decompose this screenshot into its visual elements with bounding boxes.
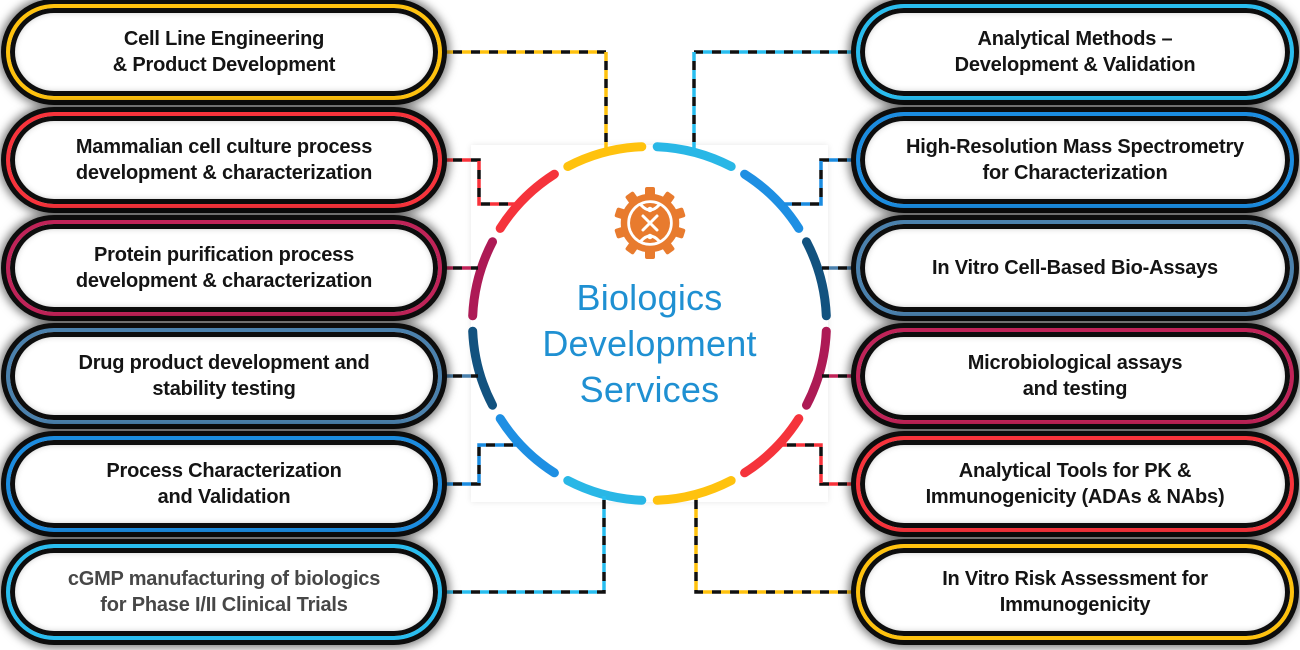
- pill-label: and Validation: [157, 486, 291, 508]
- connector-line: [444, 50, 608, 150]
- connector-shadow: [692, 50, 856, 150]
- pill-label: Cell Line Engineering: [123, 28, 325, 50]
- pill-label: High-Resolution Mass Spectrometry: [906, 136, 1244, 158]
- connector-line: [781, 443, 856, 486]
- pill-mass-spectrometry: High-Resolution Mass Spectrometry for Ch…: [856, 112, 1294, 208]
- ring-arc: [740, 169, 804, 233]
- pill-label: In Vitro Cell-Based Bio-Assays: [932, 257, 1218, 279]
- pill-label: Immunogenicity: [999, 594, 1151, 616]
- pill-label: for Characterization: [982, 162, 1168, 184]
- ring-arc: [802, 237, 831, 321]
- pill-label: In Vitro Risk Assessment for: [942, 568, 1208, 590]
- ring-arc: [563, 476, 647, 505]
- pill-protein-purification: Protein purification process development…: [6, 220, 442, 316]
- ring-arc: [495, 414, 559, 478]
- pill-label: Development & Validation: [954, 54, 1196, 76]
- ring-arc: [468, 237, 497, 321]
- center-title: Biologics Development Services: [542, 275, 756, 413]
- connector-line: [444, 158, 516, 206]
- connector-shadow: [694, 496, 856, 594]
- ring-arc: [740, 414, 804, 478]
- pill-in-vitro-risk-assessment: In Vitro Risk Assessment for Immunogenic…: [856, 544, 1294, 640]
- pill-label: Drug product development and: [78, 352, 370, 374]
- connector-line: [784, 158, 856, 206]
- ring-arc: [468, 326, 497, 410]
- pill-cgmp-manufacturing: cGMP manufacturing of biologics for Phas…: [6, 544, 442, 640]
- ring-arc: [563, 142, 647, 171]
- connector-shadow: [444, 50, 608, 150]
- pill-label: cGMP manufacturing of biologics: [67, 568, 381, 590]
- pill-label: development & characterization: [75, 162, 373, 184]
- pill-label: Immunogenicity (ADAs & NAbs): [925, 486, 1225, 508]
- pill-cell-line-engineering: Cell Line Engineering & Product Developm…: [6, 4, 442, 100]
- connector-shadow: [444, 158, 516, 206]
- pill-process-characterization: Process Characterization and Validation: [6, 436, 442, 532]
- ring-arc: [802, 326, 831, 410]
- title-line: Services: [579, 369, 720, 410]
- pill-label: Microbiological assays: [967, 352, 1183, 374]
- pill-analytical-methods: Analytical Methods – Development & Valid…: [856, 4, 1294, 100]
- pill-label: development & characterization: [75, 270, 373, 292]
- pill-label: Mammalian cell culture process: [75, 136, 373, 158]
- pill-analytical-tools-pk: Analytical Tools for PK & Immunogenicity…: [856, 436, 1294, 532]
- connector-line: [444, 496, 606, 594]
- ring-arc: [652, 142, 736, 171]
- center-panel: Biologics Development Services: [471, 145, 828, 502]
- pill-mammalian-cell-culture: Mammalian cell culture process developme…: [6, 112, 442, 208]
- ring-arc: [652, 476, 736, 505]
- pill-label: Analytical Tools for PK &: [958, 460, 1192, 482]
- connector-line: [694, 496, 856, 594]
- connector-shadow: [444, 496, 606, 594]
- title-line: Biologics: [576, 277, 723, 318]
- connector-line: [692, 50, 856, 150]
- pill-label: & Product Development: [112, 54, 336, 76]
- connector-line: [444, 443, 519, 486]
- pill-microbiological-assays: Microbiological assays and testing: [856, 328, 1294, 424]
- pill-label: for Phase I/II Clinical Trials: [100, 594, 348, 616]
- pill-label: Protein purification process: [93, 244, 354, 266]
- dna-gear-icon: [610, 183, 690, 263]
- title-line: Development: [542, 323, 757, 364]
- pill-label: and testing: [1022, 378, 1128, 400]
- pill-label: Analytical Methods –: [977, 28, 1173, 50]
- connector-shadow: [444, 443, 519, 486]
- pill-label: stability testing: [152, 378, 296, 400]
- connector-shadow: [784, 158, 856, 206]
- pill-drug-product-development: Drug product development and stability t…: [6, 328, 442, 424]
- pill-label: Process Characterization: [106, 460, 342, 482]
- connector-shadow: [781, 443, 856, 486]
- pill-cell-based-bioassays: In Vitro Cell-Based Bio-Assays: [856, 220, 1294, 316]
- ring-arc: [495, 169, 559, 233]
